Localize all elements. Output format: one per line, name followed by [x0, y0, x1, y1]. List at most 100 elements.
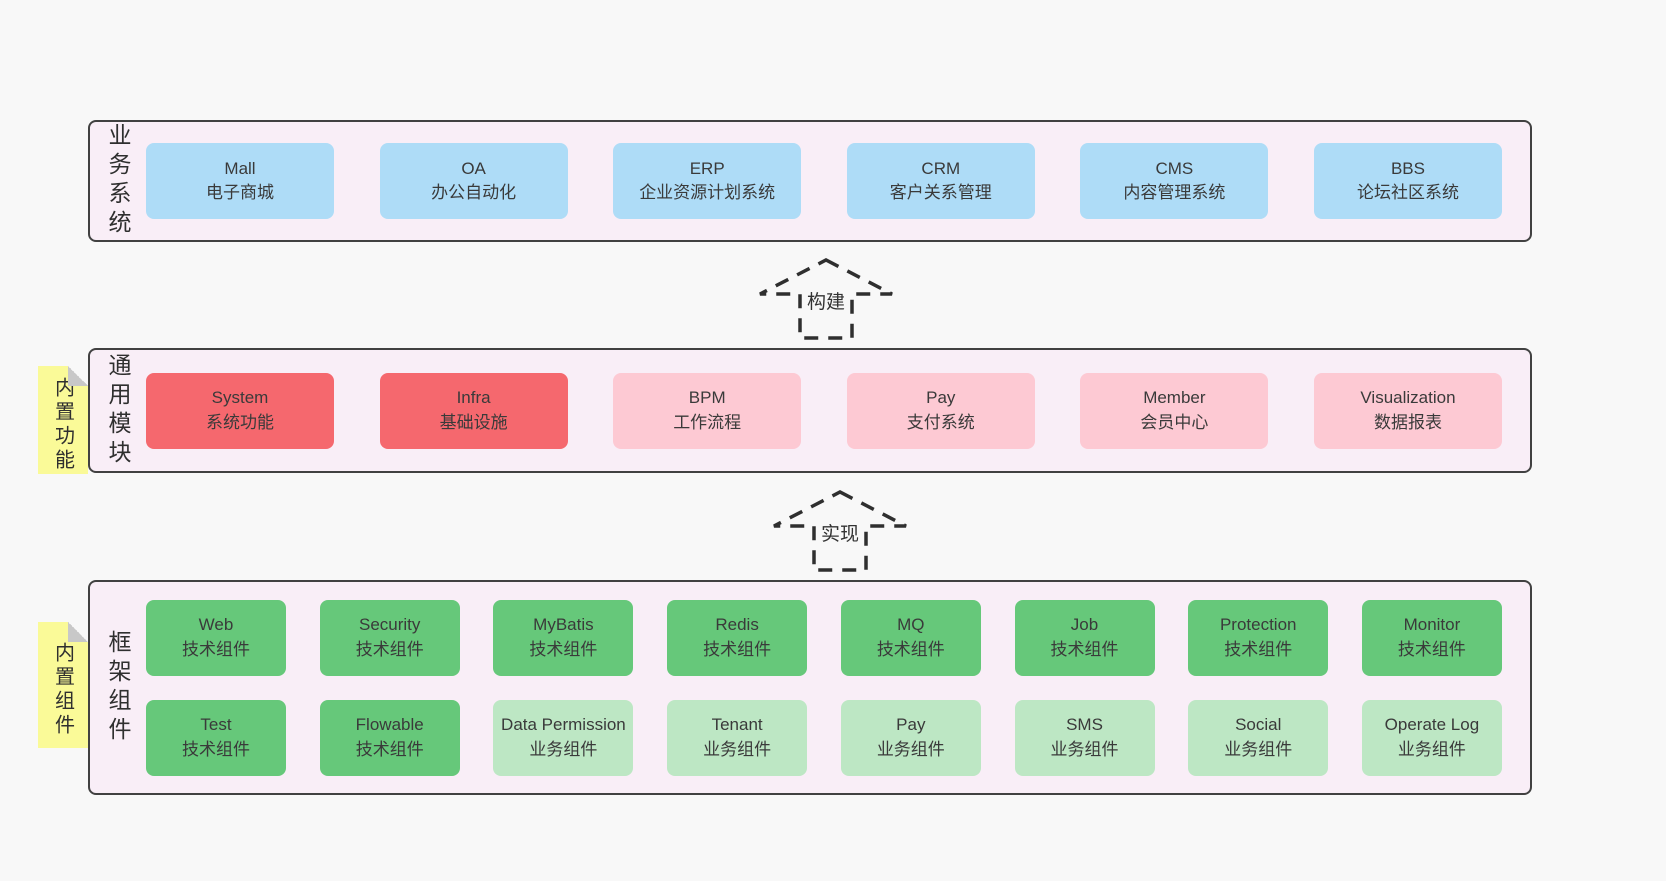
note-fold-icon [68, 366, 88, 386]
module-box-mq: MQ 技术组件 [840, 599, 981, 676]
layer-business-systems: 业务系统 Mall 电子商城 OA 办公自动化 ERP 企业资源计划系统 CRM 客户关系管理… [88, 120, 1532, 242]
box-subtitle: 系统功能 [206, 412, 274, 432]
module-box-cms: CMS 内容管理系统 [1080, 143, 1269, 219]
box-subtitle: 技术组件 [529, 639, 598, 659]
box-title: System [211, 388, 269, 408]
module-box-social: Social 业务组件 [1188, 699, 1329, 776]
box-title: Redis [715, 615, 759, 635]
box-subtitle: 技术组件 [703, 639, 772, 659]
box-subtitle: 客户关系管理 [889, 183, 992, 202]
box-title: Social [1235, 715, 1282, 735]
box-subtitle: 数据报表 [1373, 412, 1442, 432]
module-box-mall: Mall 电子商城 [146, 143, 334, 219]
box-title: Job [1070, 615, 1099, 635]
sticky-note-label: 内置组件 [51, 642, 74, 738]
layer-box-rows: Mall 电子商城 OA 办公自动化 ERP 企业资源计划系统 CRM 客户关系管理 CMS 内容… [146, 122, 1530, 240]
box-subtitle: 技术组件 [182, 739, 250, 759]
implement-arrow-up-icon: 实现 [770, 486, 910, 574]
module-box-oa: OA 办公自动化 [379, 143, 568, 219]
box-subtitle: 工作流程 [673, 412, 742, 432]
box-subtitle: 技术组件 [876, 639, 945, 659]
box-subtitle: 企业资源计划系统 [639, 183, 776, 202]
box-title: Test [200, 715, 232, 735]
box-title: ERP [689, 158, 725, 178]
module-box-operate-log: Operate Log 业务组件 [1361, 699, 1502, 776]
arrow-label: 构建 [801, 286, 851, 315]
box-title: SMS [1066, 715, 1103, 735]
dashed-up-arrow-icon [759, 258, 893, 340]
box-title: Web [198, 615, 234, 635]
module-box-system: System 系统功能 [146, 372, 334, 449]
module-box-crm: CRM 客户关系管理 [846, 143, 1035, 219]
arrow-label: 实现 [815, 518, 865, 547]
box-title: Mall [224, 158, 256, 178]
box-subtitle: 业务组件 [1050, 739, 1119, 759]
module-box-mybatis: MyBatis 技术组件 [493, 599, 634, 676]
box-title: Operate Log [1384, 715, 1480, 735]
box-subtitle: 技术组件 [355, 639, 424, 659]
module-box-redis: Redis 技术组件 [667, 599, 808, 676]
module-box-security: Security 技术组件 [319, 599, 460, 676]
box-title: CMS [1155, 158, 1194, 178]
box-title: Security [358, 615, 421, 635]
box-subtitle: 电子商城 [206, 183, 274, 202]
module-box-erp: ERP 企业资源计划系统 [613, 143, 802, 219]
dashed-up-arrow-icon [773, 490, 907, 572]
box-subtitle: 基础设施 [439, 412, 508, 432]
module-box-visualization: Visualization 数据报表 [1313, 372, 1502, 449]
box-subtitle: 业务组件 [1397, 739, 1466, 759]
box-title: Pay [896, 715, 926, 735]
sticky-note-builtin-features: 内置功能 [38, 366, 88, 474]
module-box-member: Member 会员中心 [1080, 372, 1269, 449]
box-row: Mall 电子商城 OA 办公自动化 ERP 企业资源计划系统 CRM 客户关系管理 CMS 内容… [146, 143, 1502, 219]
box-subtitle: 业务组件 [703, 739, 772, 759]
build-arrow-up-icon: 构建 [756, 254, 896, 342]
module-box-infra: Infra 基础设施 [379, 372, 568, 449]
box-subtitle: 技术组件 [355, 739, 424, 759]
box-subtitle: 业务组件 [1224, 739, 1293, 759]
box-title: OA [461, 158, 486, 178]
layer-label: 框架组件 [105, 629, 131, 746]
note-fold-icon [68, 622, 88, 642]
layer-label: 通用模块 [105, 352, 131, 469]
box-title: MyBatis [533, 615, 594, 635]
sticky-note-builtin-components: 内置组件 [38, 622, 88, 748]
layer-label: 业务系统 [105, 123, 131, 239]
box-subtitle: 技术组件 [1050, 639, 1119, 659]
sticky-note-label: 内置功能 [51, 377, 74, 473]
module-box-test: Test 技术组件 [146, 699, 286, 776]
box-title: Monitor [1403, 615, 1461, 635]
box-title: CRM [921, 158, 961, 178]
module-box-monitor: Monitor 技术组件 [1361, 599, 1502, 676]
box-title: Infra [456, 388, 491, 408]
box-subtitle: 业务组件 [529, 739, 598, 759]
box-subtitle: 技术组件 [1224, 639, 1293, 659]
box-subtitle: 技术组件 [1397, 639, 1466, 659]
module-box-sms: SMS 业务组件 [1014, 699, 1155, 776]
box-title: MQ [897, 615, 925, 635]
box-title: Visualization [1360, 388, 1456, 408]
box-title: Member [1143, 388, 1206, 408]
box-subtitle: 支付系统 [906, 412, 975, 432]
box-subtitle: 内容管理系统 [1123, 183, 1226, 202]
box-subtitle: 会员中心 [1140, 412, 1209, 432]
box-subtitle: 业务组件 [876, 739, 945, 759]
box-subtitle: 论坛社区系统 [1356, 183, 1459, 202]
box-subtitle: 办公自动化 [431, 183, 517, 202]
module-box-job: Job 技术组件 [1014, 599, 1155, 676]
